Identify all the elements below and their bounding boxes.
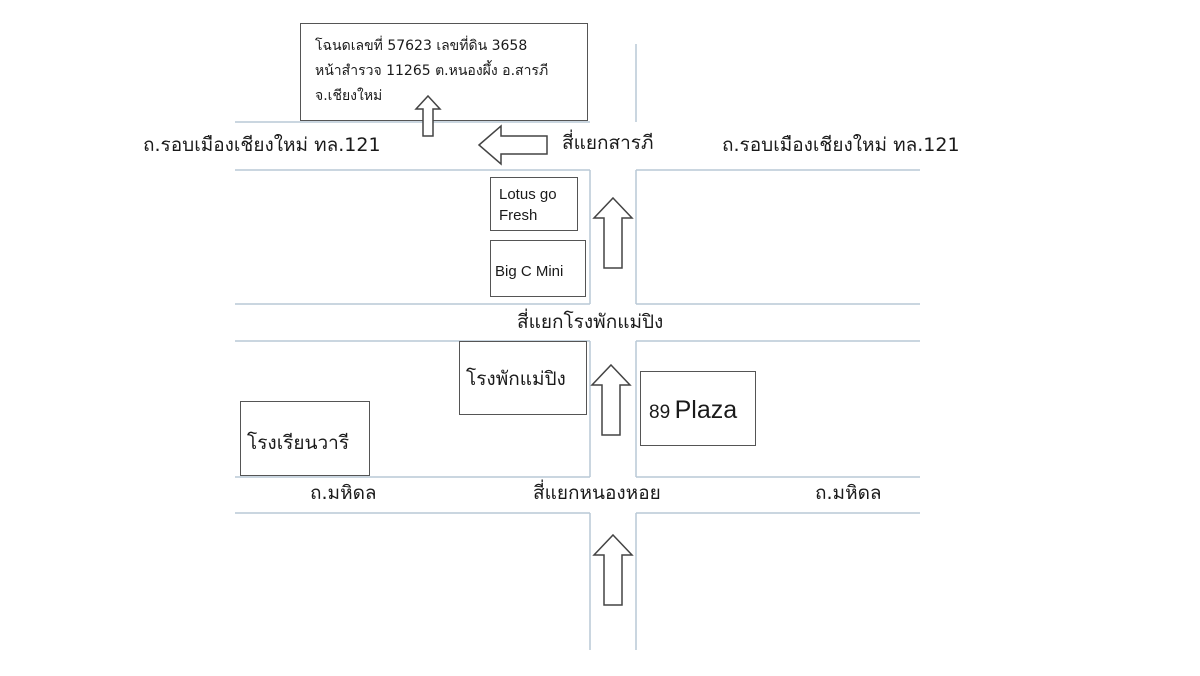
go-straight-arrow-upper: [592, 196, 634, 269]
plaza-word: Plaza: [674, 396, 738, 424]
mahidol-road-left-label: ถ.มหิดล: [310, 482, 377, 504]
school-label: โรงเรียนวารี: [247, 432, 350, 454]
police-station-label: โรงพักแม่ปิง: [466, 368, 566, 390]
nong-hoi-intersection-label: สี่แยกหนองหอย: [533, 482, 661, 504]
mahidol-road-right-label: ถ.มหิดล: [815, 482, 882, 504]
turn-left-arrow: [477, 124, 548, 166]
lotus-label-line-1: Lotus go: [499, 186, 557, 203]
deed-info-box: โฉนดเลขที่ 57623 เลขที่ดิน 3658 หน้าสำรว…: [300, 23, 588, 121]
mae-ping-police-station-box: โรงพักแม่ปิง: [459, 341, 587, 415]
deed-line-2: หน้าสำรวจ 11265 ต.หนองผึ้ง อ.สารภี: [315, 63, 549, 79]
big-c-mini-box: Big C Mini: [490, 240, 586, 297]
go-straight-arrow-lower: [592, 533, 634, 606]
lotus-label-line-2: Fresh: [499, 207, 538, 224]
ring-road-left-label: ถ.รอบเมืองเชียงใหม่ ทล.121: [143, 134, 381, 156]
89-plaza-box: 89 Plaza: [640, 371, 756, 446]
ring-road-right-label: ถ.รอบเมืองเชียงใหม่ ทล.121: [722, 134, 960, 156]
go-straight-arrow-middle: [590, 363, 632, 436]
deed-line-3: จ.เชียงใหม่: [315, 88, 383, 104]
saraphi-intersection-label: สี่แยกสารภี: [562, 132, 654, 154]
plaza-number: 89: [649, 402, 671, 423]
mae-ping-intersection-label: สี่แยกโรงพักแม่ปิง: [517, 311, 664, 333]
lotus-go-fresh-box: Lotus go Fresh: [490, 177, 578, 231]
deed-line-1: โฉนดเลขที่ 57623 เลขที่ดิน 3658: [315, 38, 528, 54]
destination-up-arrow: [414, 94, 442, 137]
big-c-label: Big C Mini: [495, 263, 564, 280]
plaza-label: 89 Plaza: [649, 396, 755, 425]
wari-school-box: โรงเรียนวารี: [240, 401, 370, 476]
